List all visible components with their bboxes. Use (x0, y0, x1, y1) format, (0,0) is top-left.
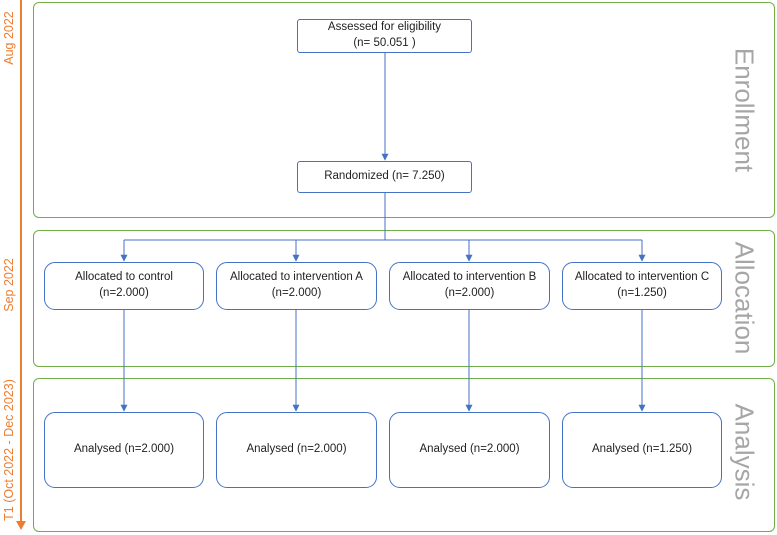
timeline-arrow-icon (16, 521, 26, 530)
assessed-count: (n= 50.051 ) (353, 37, 416, 49)
allocation-label: Allocated to intervention B (402, 271, 537, 284)
allocation-count: (n=2.000) (444, 287, 495, 299)
analysis-label: Analysed (n=1.250) (591, 443, 693, 456)
analysis-label: Analysed (n=2.000) (419, 443, 520, 456)
allocation-label: Allocated to intervention A (230, 271, 363, 284)
allocation-label: Allocated to control (75, 271, 173, 284)
analysis-label: Analysed (n=2.000) (246, 443, 347, 456)
allocation-label: Allocated to intervention C (574, 271, 710, 284)
allocation-count: (n=2.000) (271, 287, 322, 299)
analysis-box-intervention-a: Analysed (n=2.000) (216, 412, 377, 488)
analysis-box-control: Analysed (n=2.000) (44, 412, 204, 488)
allocation-box-control: Allocated to control (n=2.000) (44, 262, 204, 310)
allocation-count: (n=1.250) (617, 287, 667, 299)
analysis-box-intervention-b: Analysed (n=2.000) (389, 412, 550, 488)
timeline-line (20, 0, 22, 522)
analysis-label: Analysed (n=2.000) (73, 443, 175, 456)
analysis-box-intervention-c: Analysed (n=1.250) (562, 412, 722, 488)
allocation-box-intervention-c: Allocated to intervention C (n=1.250) (562, 262, 722, 310)
randomized-box: Randomized (n= 7.250) (297, 161, 472, 193)
assessed-label: Assessed for eligibility (327, 21, 442, 34)
allocation-count: (n=2.000) (99, 287, 149, 299)
assessed-box: Assessed for eligibility (n= 50.051 ) (297, 19, 472, 53)
allocation-box-intervention-b: Allocated to intervention B (n=2.000) (389, 262, 550, 310)
randomized-stem (124, 192, 386, 241)
randomized-label: Randomized (n= 7.250) (324, 170, 445, 183)
allocation-box-intervention-a: Allocated to intervention A (n=2.000) (216, 262, 377, 310)
